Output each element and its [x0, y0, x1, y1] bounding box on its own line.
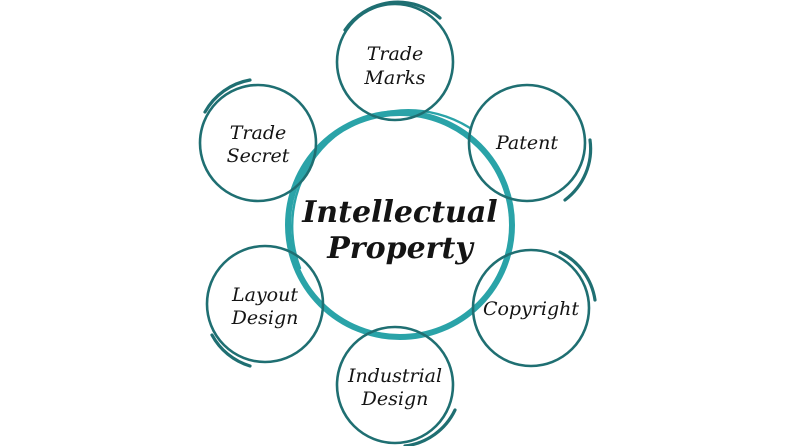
- center-ring-stroke: [290, 109, 472, 270]
- patent-ring-stroke: [563, 138, 593, 202]
- copyright-ring-stroke: [558, 250, 597, 302]
- trade-marks-label-line1: Trade: [367, 43, 424, 65]
- node-patent: Patent: [467, 83, 593, 203]
- trade-secret-label-line2: Secret: [227, 145, 290, 167]
- layout-design-label-line1: Layout: [231, 284, 298, 306]
- trade-marks-label-line2: Marks: [363, 67, 425, 89]
- layout-design-ring-stroke: [210, 333, 252, 368]
- patent-ring: [467, 83, 587, 203]
- node-trade-marks: Trade Marks: [335, 0, 455, 122]
- copyright-label: Copyright: [483, 298, 579, 320]
- copyright-ring: [471, 248, 591, 368]
- node-copyright: Copyright: [471, 248, 597, 368]
- center-label-line2: Property: [326, 231, 475, 266]
- node-industrial-design: Industrial Design: [335, 325, 457, 446]
- center-label-line1: Intellectual: [301, 195, 497, 230]
- trade-secret-label-line1: Trade: [230, 122, 287, 144]
- trade-marks-ring-stroke: [343, 0, 442, 32]
- node-layout-design: Layout Design: [205, 244, 325, 368]
- patent-label: Patent: [495, 132, 558, 154]
- trade-secret-ring: [198, 83, 318, 203]
- trade-secret-ring-stroke: [203, 78, 252, 114]
- industrial-design-ring-stroke: [403, 408, 457, 446]
- layout-design-ring: [205, 244, 325, 364]
- industrial-design-label-line2: Design: [361, 388, 429, 410]
- node-trade-secret: Trade Secret: [198, 78, 318, 203]
- center-ring: [285, 110, 515, 340]
- center-node: Intellectual Property: [285, 109, 515, 340]
- trade-marks-ring: [335, 2, 455, 122]
- industrial-design-ring: [335, 325, 455, 445]
- industrial-design-label-line1: Industrial: [347, 365, 442, 387]
- layout-design-label-line2: Design: [231, 307, 299, 329]
